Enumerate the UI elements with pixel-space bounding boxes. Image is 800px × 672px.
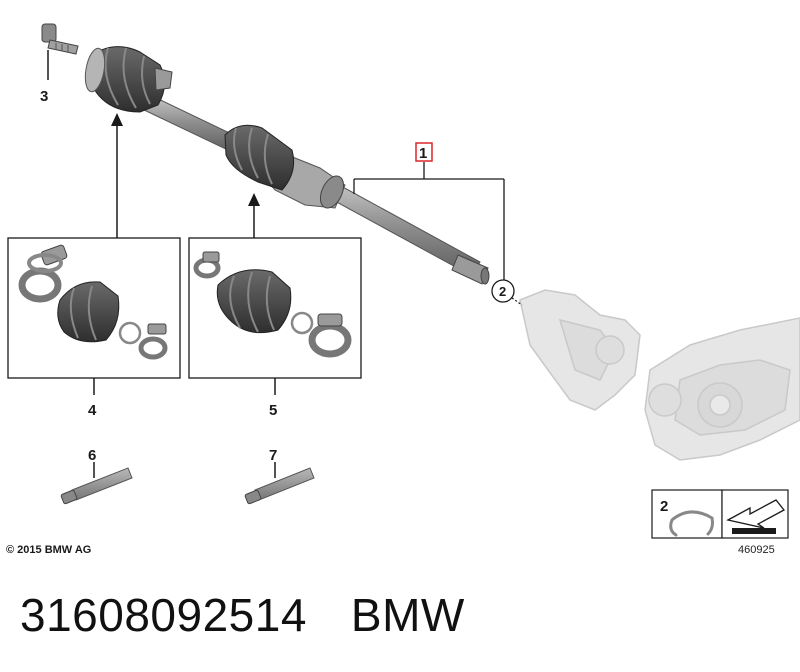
bolt-part — [41, 23, 79, 55]
callout-4: 4 — [88, 402, 97, 419]
inner-boot-kit-parts — [193, 251, 352, 358]
callout-2: 2 — [499, 284, 506, 299]
callout-3: 3 — [40, 88, 48, 105]
callout-7: 7 — [269, 447, 277, 464]
callout-1-bracket — [353, 162, 505, 280]
legend-number: 2 — [660, 498, 668, 515]
copyright-text: © 2015 BMW AG — [6, 544, 91, 556]
callout-6: 6 — [88, 447, 96, 464]
circlip-icon — [669, 510, 714, 537]
brand-name: BMW — [350, 589, 465, 641]
image-number: 460925 — [738, 544, 775, 556]
drive-shaft-assembly — [84, 46, 490, 285]
grease-tube-7 — [244, 467, 315, 505]
callout-1: 1 — [419, 145, 427, 162]
differential-ghost-image — [519, 289, 800, 461]
part-number-caption: 31608092514 BMW — [20, 588, 465, 642]
outer-boot-kit-parts — [18, 244, 168, 360]
callout-2-circle — [491, 279, 515, 303]
arrow-to-outer-joint — [111, 113, 123, 238]
callout-1-highlight-box — [415, 142, 433, 162]
grease-tube-6 — [60, 467, 133, 505]
replace-arrow-icon — [726, 499, 785, 534]
callout-5: 5 — [269, 402, 277, 419]
part-number: 31608092514 — [20, 589, 307, 641]
arrow-to-inner-joint — [248, 193, 260, 238]
